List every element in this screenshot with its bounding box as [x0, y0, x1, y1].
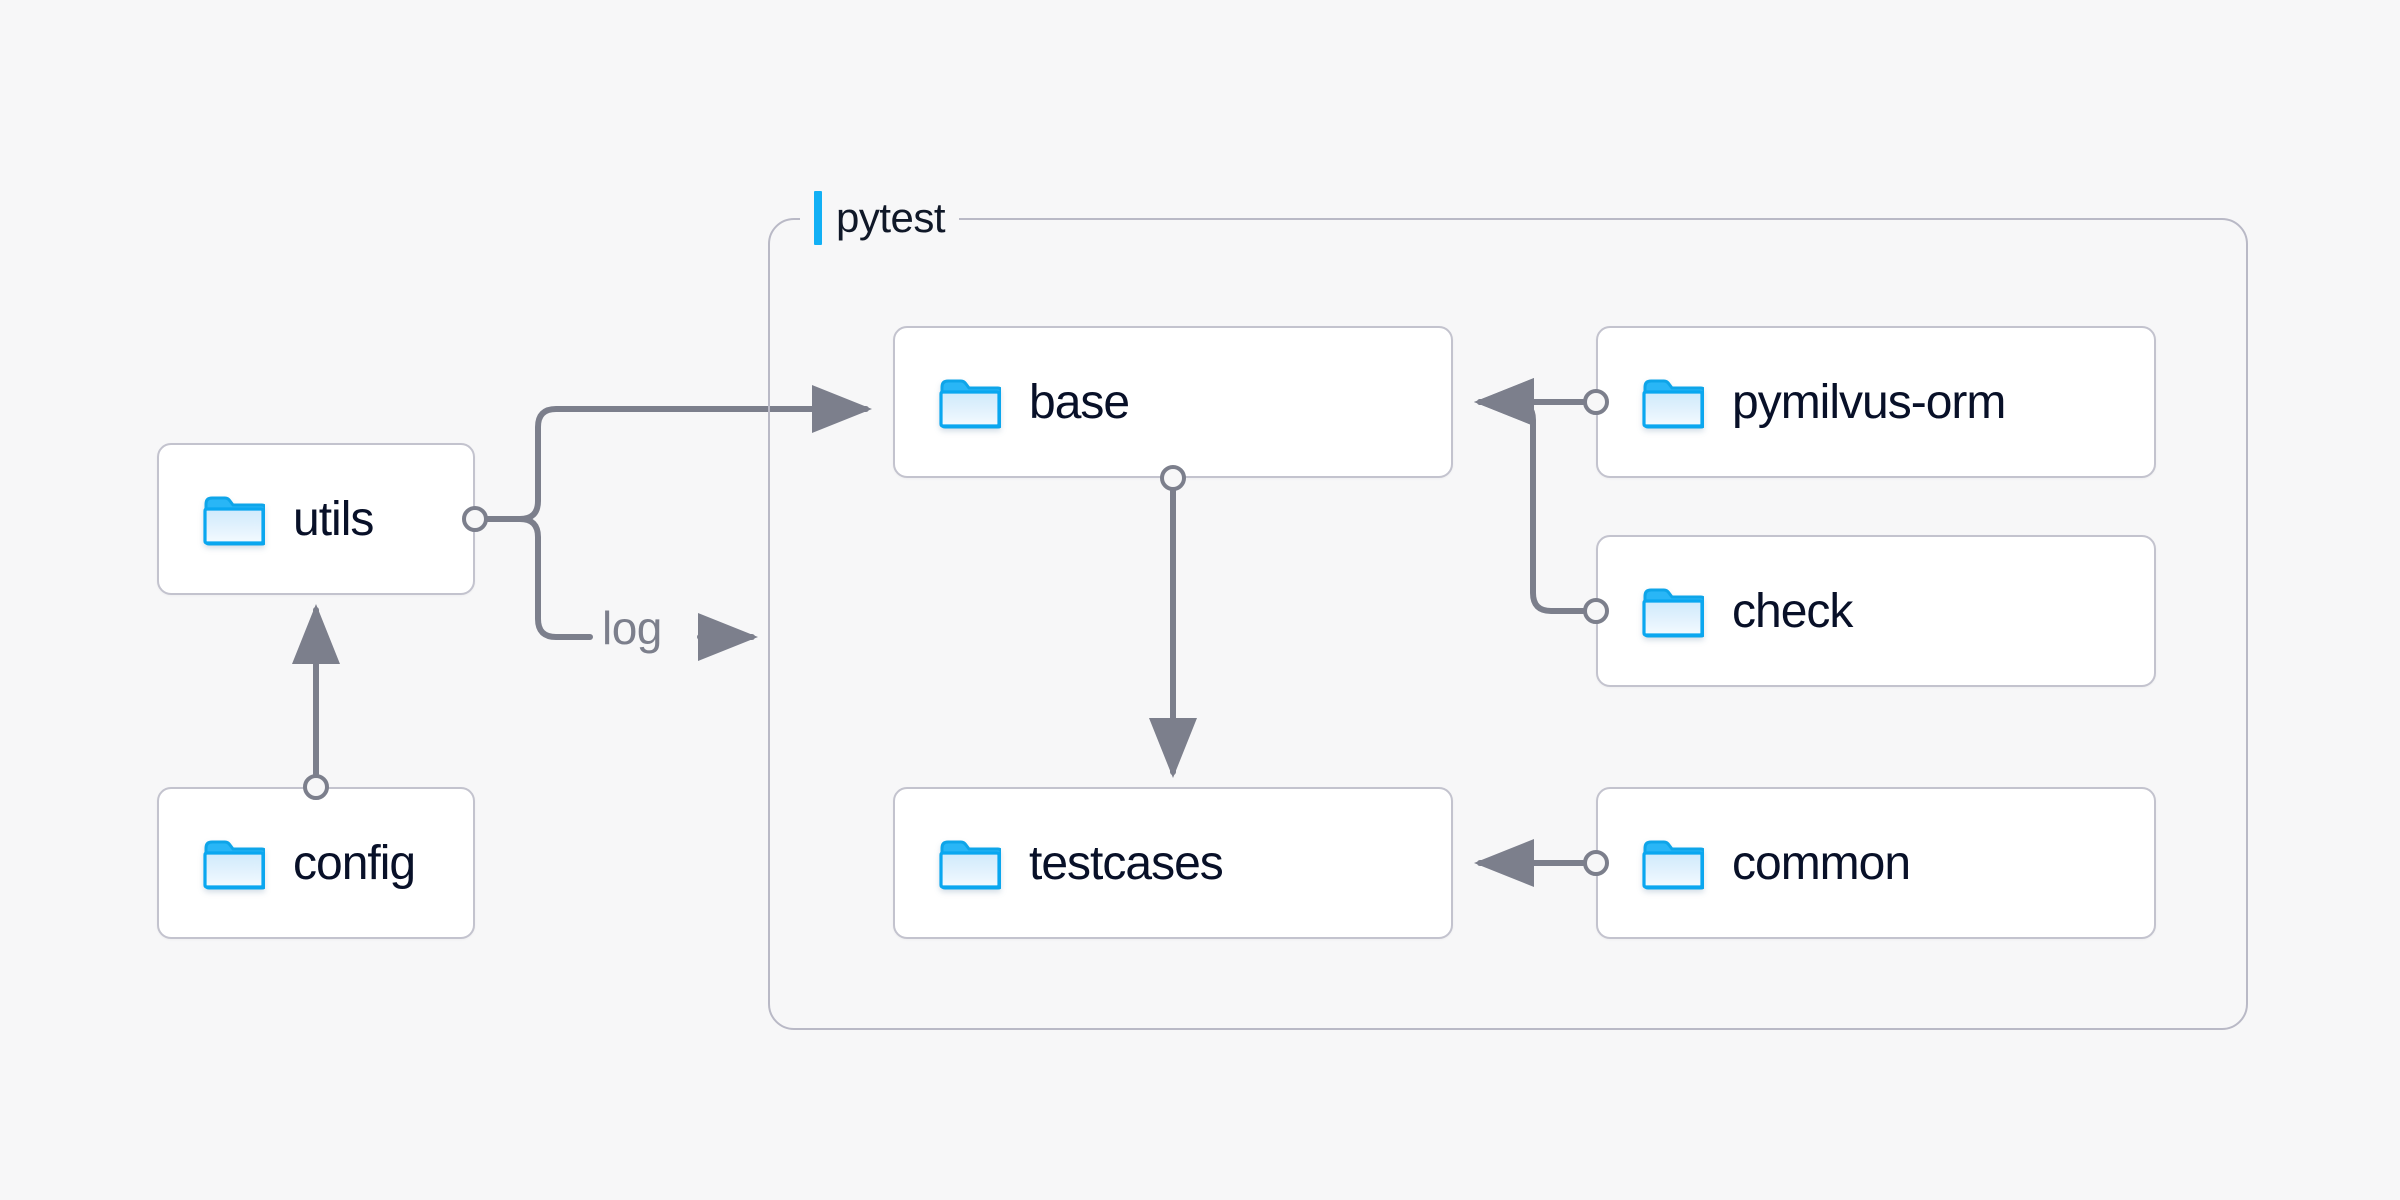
group-pytest-label: pytest	[836, 194, 946, 241]
folder-icon	[939, 836, 1003, 890]
port-common-left[interactable]	[1583, 850, 1609, 876]
node-base[interactable]: base	[893, 326, 1453, 478]
port-pymilvus-orm-left[interactable]	[1583, 389, 1609, 415]
node-pymilvus-orm-label: pymilvus-orm	[1732, 375, 2006, 429]
node-testcases[interactable]: testcases	[893, 787, 1453, 939]
edge-label-log: log	[594, 601, 670, 655]
node-check-label: check	[1732, 584, 1853, 638]
folder-icon	[203, 492, 267, 546]
group-pytest-label-wrap: pytest	[800, 190, 960, 246]
node-check[interactable]: check	[1596, 535, 2156, 687]
folder-icon	[939, 375, 1003, 429]
folder-icon	[1642, 375, 1706, 429]
edge-utils-to-log	[485, 516, 593, 640]
folder-icon	[1642, 584, 1706, 638]
node-base-label: base	[1029, 375, 1130, 429]
port-config-top[interactable]	[303, 774, 329, 800]
port-utils-right[interactable]	[462, 506, 488, 532]
port-base-bottom[interactable]	[1160, 465, 1186, 491]
node-testcases-label: testcases	[1029, 836, 1224, 890]
port-check-left[interactable]	[1583, 598, 1609, 624]
node-common[interactable]: common	[1596, 787, 2156, 939]
folder-icon	[203, 836, 267, 890]
node-common-label: common	[1732, 836, 1911, 890]
group-pytest[interactable]	[768, 218, 2248, 1030]
group-accent-bar	[814, 191, 822, 245]
node-utils-label: utils	[293, 492, 374, 546]
node-pymilvus-orm[interactable]: pymilvus-orm	[1596, 326, 2156, 478]
folder-icon	[1642, 836, 1706, 890]
node-config[interactable]: config	[157, 787, 475, 939]
node-utils[interactable]: utils	[157, 443, 475, 595]
node-config-label: config	[293, 836, 416, 890]
